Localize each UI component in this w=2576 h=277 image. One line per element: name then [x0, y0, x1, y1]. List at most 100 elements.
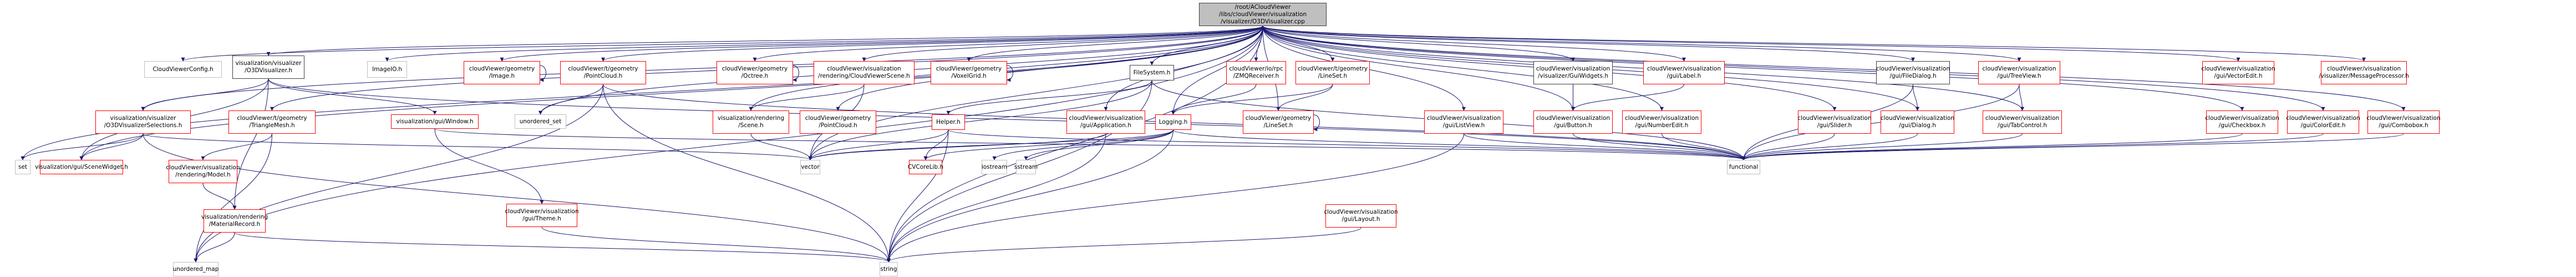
edge-ttrimesh-to-unordered_map — [194, 133, 272, 263]
edge-coloredit-to-functional — [1741, 133, 2324, 160]
edge-theme-to-string — [541, 226, 891, 263]
edge-logging-to-functional — [1173, 129, 1746, 160]
edge-helper-to-functional — [948, 129, 1746, 160]
edge-root-to-msgproc — [1262, 26, 2366, 62]
edge-scene-to-vector — [750, 133, 812, 160]
edge-root-to-tpointcloud — [601, 26, 1263, 62]
edge-layout-to-string — [887, 227, 1361, 263]
edge-tpointcloud-to-unordered_set — [538, 84, 603, 115]
edge-logging-to-string — [887, 129, 1173, 263]
graph-node-vector: vector — [800, 160, 820, 174]
edge-selections-to-scenewidget — [79, 133, 144, 160]
edge-material-to-unordered_map — [194, 232, 235, 263]
graph-node-imageio: ImageIO.h — [367, 61, 407, 78]
graph-node-label[interactable]: cloudViewer/visualization /gui/Label.h — [1643, 61, 1725, 84]
graph-node-dialog[interactable]: cloudViewer/visualization /gui/Dialog.h — [1881, 110, 1954, 134]
edge-selections-to-string — [143, 133, 891, 263]
edge-root-to-cvconfig — [181, 26, 1263, 62]
edge-logging-to-iostream — [992, 129, 1173, 160]
edge-material-to-string — [234, 232, 891, 263]
edge-filesystem-to-helper — [946, 80, 1152, 115]
graph-node-o3dvis_h[interactable]: visualization/visualizer /O3DVisualizer.… — [232, 56, 304, 79]
edge-root-to-o3dvis_h — [266, 26, 1263, 56]
graph-node-theme[interactable]: cloudViewer/visualization /gui/Theme.h — [505, 204, 579, 227]
edge-root-to-filedialog — [1262, 26, 1915, 62]
graph-node-cvcorelib[interactable]: CVCoreLib.h — [908, 160, 943, 174]
edge-image-to-image — [540, 65, 546, 82]
graph-node-pointcloud[interactable]: cloudViewer/geometry /PointCloud.h — [800, 110, 876, 134]
edge-tpointcloud-to-string — [603, 84, 891, 263]
graph-node-voxelgrid[interactable]: cloudViewer/geometry /VoxelGrid.h — [931, 61, 1007, 84]
edge-combobox-to-functional — [1741, 133, 2404, 160]
graph-node-lineset[interactable]: cloudViewer/geometry /LineSet.h — [1243, 110, 1314, 134]
graph-node-msgproc[interactable]: cloudViewer/visualization /visualizer/Me… — [2319, 61, 2409, 84]
edge-ttrimesh-to-model — [201, 133, 272, 160]
edge-root-to-guiwidgets — [1262, 26, 1575, 62]
graph-node-vectoredit[interactable]: cloudViewer/visualization /gui/VectorEdi… — [2201, 61, 2275, 84]
graph-node-material[interactable]: visualization/rendering /MaterialRecord.… — [201, 209, 268, 233]
graph-node-button[interactable]: cloudViewer/visualization /gui/Button.h — [1533, 110, 1613, 134]
graph-node-combobox[interactable]: cloudViewer/visualization /gui/Combobox.… — [2366, 110, 2441, 134]
graph-node-ttrimesh[interactable]: cloudViewer/t/geometry /TriangleMesh.h — [228, 110, 316, 134]
graph-node-numberedit[interactable]: cloudViewer/visualization /gui/NumberEdi… — [1622, 110, 1701, 134]
edge-voxelgrid-to-voxelgrid — [1007, 65, 1013, 82]
edge-listview-to-string — [887, 133, 1464, 263]
edge-root-to-imageio — [385, 26, 1263, 62]
graph-node-scene[interactable]: visualization/rendering /Scene.h — [713, 110, 789, 134]
edge-checkbox-to-functional — [1741, 133, 2243, 160]
edge-root-to-label — [1262, 26, 1686, 62]
graph-node-listview[interactable]: cloudViewer/visualization /gui/ListView.… — [1424, 110, 1503, 134]
edge-o3dvis_h-to-window — [268, 78, 437, 115]
graph-node-tlineset[interactable]: cloudViewer/t/geometry /LineSet.h — [1295, 61, 1370, 84]
graph-node-logging[interactable]: Logging.h — [1155, 114, 1191, 130]
graph-node-window[interactable]: visualization/gui/Window.h — [391, 114, 479, 129]
edge-root-to-logging — [1171, 26, 1263, 115]
graph-node-iostream: iostream — [982, 160, 1007, 174]
edge-octree-to-octree — [792, 65, 799, 82]
edge-root-to-combobox — [1262, 26, 2406, 111]
graph-node-zmq[interactable]: cloudViewer/io/rpc /ZMQReceiver.h — [1226, 61, 1286, 84]
graph-node-tabcontrol[interactable]: cloudViewer/visualization /gui/TabContro… — [1983, 110, 2062, 134]
edge-root-to-treeview — [1262, 26, 2021, 62]
edge-root-to-vectoredit — [1262, 26, 2240, 62]
edge-cvscene-to-scene — [749, 84, 865, 111]
graph-node-treeview[interactable]: cloudViewer/visualization /gui/TreeView.… — [1978, 61, 2060, 84]
graph-node-cvconfig: CloudViewerConfig.h — [144, 61, 222, 78]
graph-node-model[interactable]: cloudViewer/visualization /rendering/Mod… — [166, 160, 240, 183]
edge-root-to-tlineset — [1262, 26, 1335, 62]
edge-helper-to-vector — [808, 129, 949, 160]
edge-root-to-cvscene — [862, 26, 1263, 62]
edge-numberedit-to-functional — [1662, 133, 1746, 160]
edge-selections-to-vector — [143, 133, 812, 160]
edge-root-to-tabcontrol — [1262, 26, 2024, 111]
edge-lineset-to-lineset — [1313, 114, 1320, 132]
edge-selections-to-set — [21, 133, 144, 160]
graph-node-application[interactable]: cloudViewer/visualization /gui/Applicati… — [1066, 110, 1145, 134]
edge-root-to-button — [1262, 26, 1575, 111]
edge-window-to-theme — [434, 128, 544, 204]
graph-node-helper[interactable]: Helper.h — [932, 114, 965, 130]
graph-node-layout[interactable]: cloudViewer/visualization /gui/Layout.h — [1324, 204, 1398, 228]
graph-node-filedialog[interactable]: cloudViewer/visualization /gui/FileDialo… — [1876, 61, 1950, 84]
edge-root-to-octree — [753, 26, 1263, 62]
graph-node-root[interactable]: /root/ACloudViewer /libs/cloudViewer/vis… — [1199, 3, 1327, 26]
edge-root-to-filesystem — [1150, 26, 1263, 66]
graph-node-set: set — [15, 160, 31, 174]
graph-node-selections[interactable]: visualization/visualizer /O3DVisualizerS… — [95, 110, 191, 134]
graph-node-filesystem[interactable]: FileSystem.h — [1130, 65, 1174, 80]
edge-tlineset-to-logging — [1171, 84, 1333, 115]
edge-root-to-voxelgrid — [967, 26, 1263, 62]
graph-node-octree[interactable]: cloudViewer/geometry /Octree.h — [717, 61, 793, 84]
graph-node-scenewidget[interactable]: visualization/gui/SceneWidget.h — [35, 160, 128, 174]
graph-node-coloredit[interactable]: cloudViewer/visualization /gui/ColorEdit… — [2286, 110, 2360, 134]
edge-root-to-checkbox — [1262, 26, 2244, 111]
graph-node-checkbox[interactable]: cloudViewer/visualization /gui/Checkbox.… — [2205, 110, 2279, 134]
graph-node-slider[interactable]: cloudViewer/visualization /gui/Slider.h — [1797, 110, 1872, 134]
edge-label-to-button — [1571, 84, 1684, 111]
graph-node-guiwidgets[interactable]: cloudViewer/visualization /visualizer/Gu… — [1533, 61, 1613, 84]
edge-logging-to-cvcorelib — [923, 129, 1173, 160]
graph-node-tpointcloud[interactable]: cloudViewer/t/geometry /PointCloud.h — [560, 61, 646, 84]
edge-tabcontrol-to-functional — [1741, 133, 2023, 160]
graph-node-image[interactable]: cloudViewer/geometry /Image.h — [464, 61, 540, 84]
graph-node-cvscene[interactable]: cloudViewer/visualization /rendering/Clo… — [814, 61, 914, 84]
